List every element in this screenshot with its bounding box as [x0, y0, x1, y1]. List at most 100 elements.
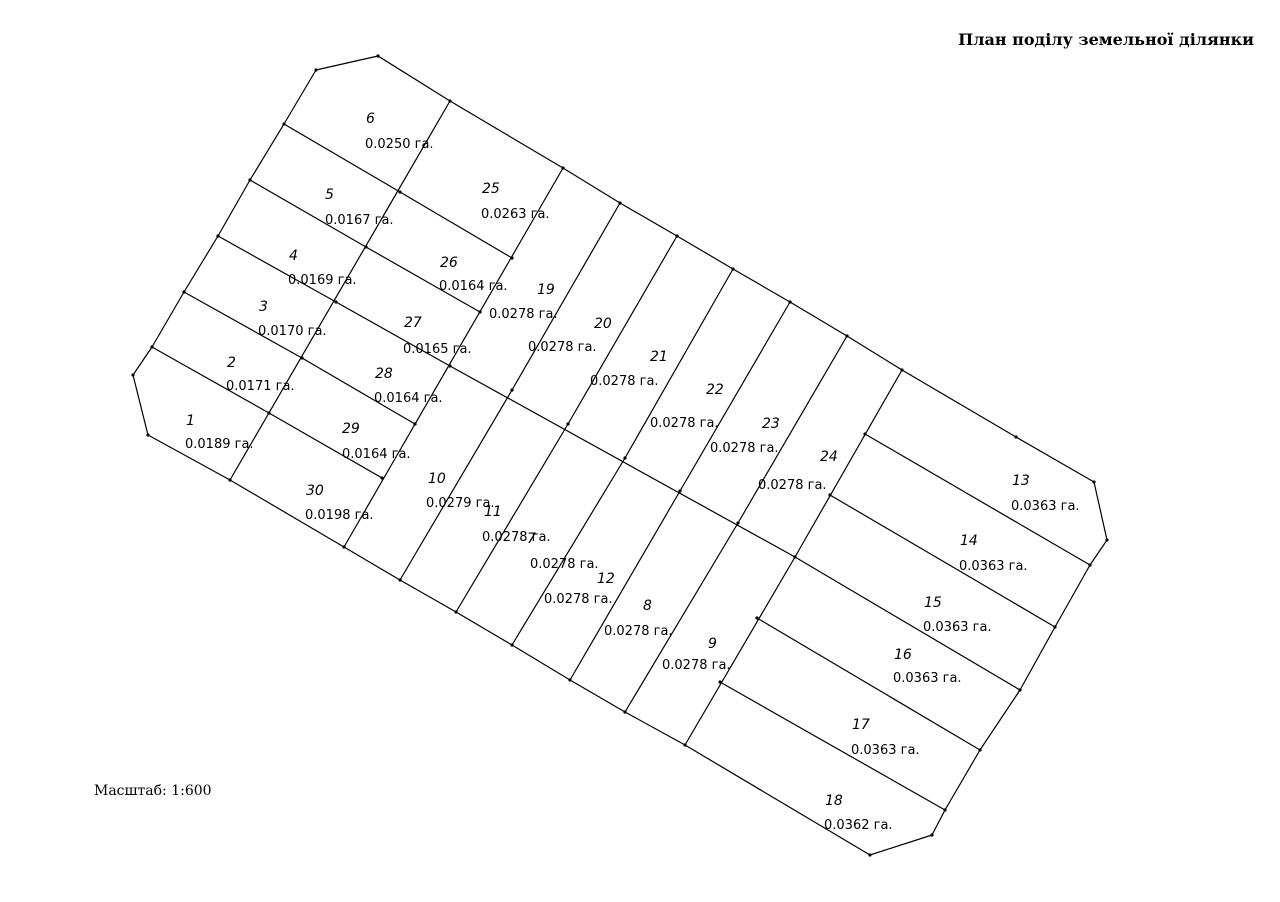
boundary-point	[150, 345, 154, 349]
divider-6-25	[229, 100, 451, 481]
parcel-area-27: 0.0165 га.	[403, 342, 472, 357]
divider-27-28	[335, 301, 451, 367]
boundary-point	[678, 489, 682, 493]
boundary-point	[618, 201, 622, 205]
divider-21-22	[624, 268, 734, 459]
parcel-area-12: 0.0278 га.	[544, 592, 613, 607]
parcel-boundaries	[132, 55, 1108, 856]
parcel-area-24: 0.0278 га.	[758, 478, 827, 493]
boundary-point	[623, 710, 627, 714]
parcel-number-11: 11	[484, 504, 502, 520]
parcel-area-7: 0.0278 га.	[530, 557, 599, 572]
divider-11-7	[455, 423, 569, 613]
divider-4-5	[249, 179, 367, 248]
boundary-point	[943, 808, 947, 812]
parcel-area-17: 0.0363 га.	[851, 743, 920, 758]
parcel-number-15: 15	[924, 595, 942, 611]
divider-24-13	[794, 369, 903, 558]
parcel-number-21: 21	[650, 349, 668, 365]
parcel-number-16: 16	[894, 647, 912, 663]
boundary-point	[788, 300, 792, 304]
divider-26-25	[399, 191, 513, 259]
parcel-number-3: 3	[259, 299, 268, 315]
parcel-number-6: 6	[366, 111, 375, 127]
boundary-point	[755, 616, 759, 620]
parcel-area-18: 0.0362 га.	[824, 818, 893, 833]
boundary-point	[793, 555, 797, 559]
parcel-area-11: 0.0278 га.	[482, 530, 551, 545]
parcel-number-13: 13	[1012, 473, 1030, 489]
boundary-point	[930, 833, 934, 837]
divider-7-12	[511, 457, 626, 646]
divider-23-24	[737, 335, 848, 524]
parcel-area-16: 0.0363 га.	[893, 671, 962, 686]
boundary-point	[845, 334, 849, 338]
boundary-point	[510, 256, 514, 260]
boundary-point	[1092, 480, 1096, 484]
boundary-point	[1014, 435, 1018, 439]
parcel-number-22: 22	[706, 382, 724, 398]
boundary-point	[146, 433, 150, 437]
boundary-point	[868, 853, 872, 857]
divider-26-27	[365, 246, 481, 313]
boundary-point	[182, 290, 186, 294]
boundary-point	[566, 422, 570, 426]
parcel-number-5: 5	[325, 187, 334, 203]
boundary-point	[731, 267, 735, 271]
boundary-point	[1018, 688, 1022, 692]
divider-14-15	[829, 494, 1056, 628]
divider-1-2	[151, 346, 270, 414]
divider-2-3	[183, 291, 303, 359]
parcel-number-20: 20	[594, 316, 612, 332]
divider-19-20	[511, 202, 621, 391]
parcel-area-9: 0.0278 га.	[662, 658, 731, 673]
boundary-point	[454, 610, 458, 614]
boundary-point	[282, 122, 286, 126]
boundary-point	[342, 545, 346, 549]
boundary-point	[828, 493, 832, 497]
boundary-point	[448, 364, 452, 368]
parcel-number-26: 26	[440, 255, 458, 271]
parcel-area-14: 0.0363 га.	[959, 559, 1028, 574]
divider-28-29	[301, 357, 416, 425]
parcel-number-10: 10	[428, 471, 446, 487]
boundary-point	[736, 521, 740, 525]
boundary-point	[478, 310, 482, 314]
parcel-number-2: 2	[227, 355, 236, 371]
boundary-point	[623, 456, 627, 460]
parcel-area-13: 0.0363 га.	[1011, 499, 1080, 514]
divider-19-block	[343, 167, 564, 548]
divider-10-11	[399, 389, 513, 581]
parcel-number-7: 7	[527, 531, 536, 547]
parcel-area-15: 0.0363 га.	[923, 620, 992, 635]
divider-12-8	[569, 490, 681, 681]
plan-title: План поділу земельної ділянки	[958, 30, 1254, 49]
parcel-number-4: 4	[289, 248, 298, 264]
parcel-area-2: 0.0171 га.	[226, 379, 295, 394]
boundary-point	[364, 245, 368, 249]
parcel-number-17: 17	[852, 717, 870, 733]
boundary-point	[510, 388, 514, 392]
parcel-number-28: 28	[375, 366, 393, 382]
parcel-area-26: 0.0164 га.	[439, 279, 508, 294]
parcel-area-25: 0.0263 га.	[481, 207, 550, 222]
parcel-number-27: 27	[404, 315, 422, 331]
parcel-area-19: 0.0278 га.	[489, 307, 558, 322]
boundary-point	[380, 476, 384, 480]
boundary-point	[448, 99, 452, 103]
boundary-point	[1088, 563, 1092, 567]
boundary-point	[216, 234, 220, 238]
boundary-point	[267, 411, 271, 415]
parcel-area-5: 0.0167 га.	[325, 213, 394, 228]
parcel-area-28: 0.0164 га.	[374, 391, 443, 406]
parcel-number-1: 1	[186, 413, 195, 429]
parcel-area-22: 0.0278 га.	[650, 416, 719, 431]
boundary-point	[675, 234, 679, 238]
parcel-number-25: 25	[482, 181, 500, 197]
parcel-area-3: 0.0170 га.	[258, 324, 327, 339]
boundary-point	[228, 478, 232, 482]
parcel-number-23: 23	[762, 416, 780, 432]
parcel-area-23: 0.0278 га.	[710, 441, 779, 456]
boundary-point	[561, 166, 565, 170]
